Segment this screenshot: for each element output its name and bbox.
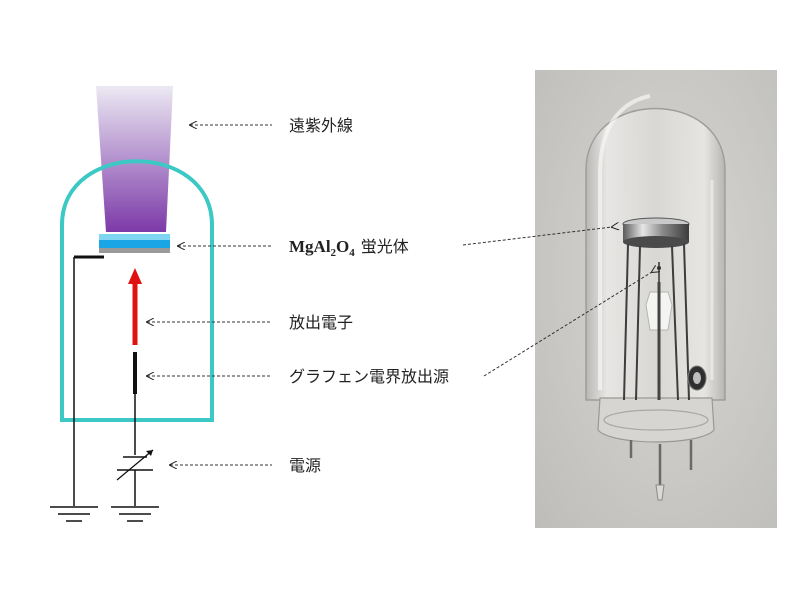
vacuum-tube-outline (60, 159, 214, 422)
far-uv-beam (96, 86, 173, 232)
label-phosphor-chem-2: O (336, 237, 349, 256)
label-phosphor-chem-1: MgAl (289, 237, 331, 256)
ground-symbol-right (111, 506, 159, 522)
phosphor-substrate (99, 248, 170, 253)
emitter-tip-dot (657, 266, 661, 270)
label-far-uv: 遠紫外線 (289, 116, 353, 135)
glass-highlight (598, 94, 651, 390)
side-component-inner (693, 372, 701, 384)
support-wire-1 (623, 243, 629, 401)
label-phosphor-sub-1: 2 (331, 247, 337, 259)
exhaust-tip (655, 484, 665, 501)
power-variable-arrowhead (146, 450, 153, 456)
electron-arrow-head (128, 268, 142, 284)
phosphor-layer-light (99, 234, 170, 240)
support-wire-3 (635, 245, 641, 401)
phosphor-layer-blue (99, 240, 170, 248)
support-wire-4 (671, 245, 679, 401)
bulb-base-rim (603, 409, 709, 431)
phosphor-ring-bottom (623, 236, 689, 248)
label-phosphor-sub-2: 4 (349, 247, 355, 259)
label-emitter: グラフェン電界放出源 (289, 367, 449, 386)
label-emitted-electrons: 放出電子 (289, 313, 353, 332)
leader-photo-emitter (483, 272, 652, 377)
label-phosphor: MgAl2O4 蛍光体 (289, 237, 409, 259)
leader-photo-phosphor (462, 227, 612, 246)
label-power-supply: 電源 (289, 456, 321, 475)
device-photo (535, 70, 777, 528)
ground-symbol-left (50, 506, 98, 522)
glass-bulb (585, 107, 726, 401)
bulb-base (597, 397, 715, 443)
label-phosphor-word: 蛍光体 (361, 237, 409, 256)
power-variable-arrow (116, 449, 154, 481)
